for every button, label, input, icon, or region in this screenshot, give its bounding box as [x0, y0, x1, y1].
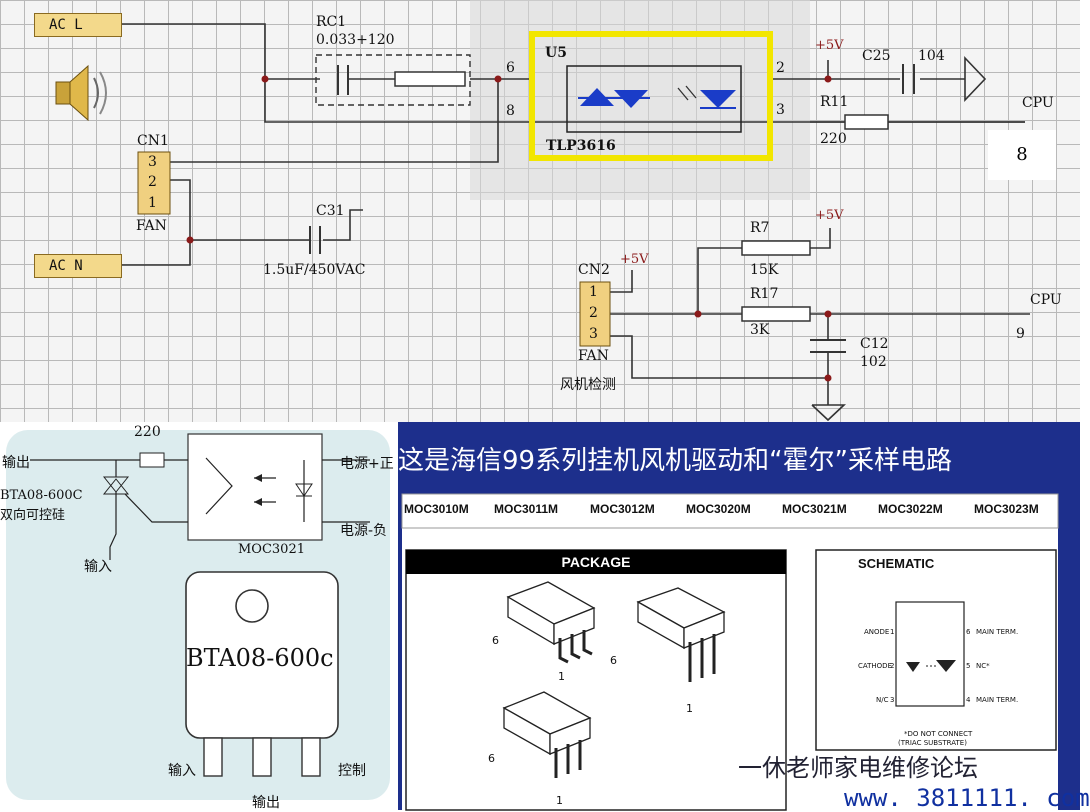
output-label: 输出	[2, 455, 30, 471]
ac-l-label: AC L	[34, 13, 122, 37]
speaker-icon	[55, 64, 107, 122]
fan-label-2: FAN	[578, 348, 609, 364]
pin-control-label: 控制	[338, 763, 366, 779]
moc3021-label: MOC3021	[238, 542, 305, 557]
sch-pin-6: 6	[966, 628, 971, 636]
watermark: 一休老师家电维修论坛	[738, 754, 978, 782]
c31-value: 1.5uF/450VAC	[263, 262, 366, 278]
r11-label: R11	[820, 94, 849, 110]
cn1-pin-1: 1	[148, 195, 157, 211]
cpu-label-bottom: CPU	[1030, 292, 1062, 308]
model-moc3012m: MOC3012M	[590, 502, 655, 516]
pin-output-label: 输出	[252, 795, 280, 811]
sch-cathode: CATHODE	[858, 662, 892, 670]
c25-label: C25	[862, 48, 891, 64]
plus5v-label-3: +5V	[620, 252, 649, 267]
plus5v-label-2: +5V	[815, 208, 844, 223]
fan-detect-label: 风机检测	[560, 377, 616, 393]
cn2-pin-1: 1	[589, 284, 598, 300]
triac-desc-label: 双向可控硅	[0, 508, 66, 523]
rc1-value: 0.033+120	[316, 32, 395, 48]
cpu-pin-9: 9	[1016, 326, 1025, 342]
slide-title: 这是海信99系列挂机风机驱动和“霍尔”采样电路	[398, 446, 953, 476]
u5-label: U5	[545, 45, 567, 61]
resistor-220-label: 220	[134, 424, 161, 440]
tlp3616-label: TLP3616	[546, 138, 616, 154]
input-label: 输入	[84, 559, 112, 575]
pin-6-label: 6	[506, 60, 515, 76]
sch-nc-star: NC*	[976, 662, 990, 670]
triac-part-label: BTA08-600C	[0, 488, 83, 503]
c31-label: C31	[316, 203, 345, 219]
cn1-label: CN1	[137, 133, 169, 149]
package-header: PACKAGE	[406, 550, 786, 574]
sch-pin-5: 5	[966, 662, 971, 670]
website-url[interactable]: www. 3811111. com	[844, 784, 1090, 812]
model-moc3010m: MOC3010M	[404, 502, 469, 516]
model-moc3011m: MOC3011M	[494, 502, 559, 516]
datasheet-drawing	[401, 493, 1059, 811]
moc3021-triac-diagram: 220 输出 BTA08-600C 双向可控硅 输入 电源+正 电源-负 MOC…	[0, 422, 398, 811]
c25-value: 104	[918, 48, 945, 64]
r7-label: R7	[750, 220, 770, 236]
sch-pin-1: 1	[890, 628, 895, 636]
sch-nc: N/C	[876, 696, 889, 704]
sch-anode: ANODE	[864, 628, 890, 636]
pkg3-pin1: 1	[556, 794, 563, 807]
pin-input-label: 输入	[168, 763, 196, 779]
ac-n-label: AC N	[34, 254, 122, 278]
pkg3-pin6: 6	[488, 752, 495, 765]
pin-3-label: 3	[776, 102, 785, 118]
pkg2-pin6: 6	[610, 654, 617, 667]
cn2-label: CN2	[578, 262, 610, 278]
sch-pin-3: 3	[890, 696, 895, 704]
cn1-pin-3: 3	[148, 154, 157, 170]
pin-8-label: 8	[506, 103, 515, 119]
c12-value: 102	[860, 354, 887, 370]
power-neg-label: 电源-负	[340, 523, 388, 539]
r7-value: 15K	[750, 262, 779, 278]
sch-main-term-6: MAIN TERM.	[976, 628, 1019, 636]
fan-label-1: FAN	[136, 218, 167, 234]
cn2-pin-3: 3	[589, 326, 598, 342]
r11-value: 220	[820, 131, 847, 147]
plus5v-label: +5V	[815, 38, 844, 53]
cn1-pin-2: 2	[148, 174, 157, 190]
bta08-package-label: BTA08-600c	[186, 644, 334, 672]
model-moc3022m: MOC3022M	[878, 502, 943, 516]
sch-note-1: *DO NOT CONNECT	[904, 730, 973, 738]
sch-note-2: (TRIAC SUBSTRATE)	[898, 739, 967, 747]
pkg1-pin1: 1	[558, 670, 565, 683]
pin-2-label: 2	[776, 60, 785, 76]
cpu-label-top: CPU	[1022, 95, 1054, 111]
model-moc3020m: MOC3020M	[686, 502, 751, 516]
cn2-pin-2: 2	[589, 305, 598, 321]
pkg2-pin1: 1	[686, 702, 693, 715]
model-moc3021m: MOC3021M	[782, 502, 847, 516]
model-moc3023m: MOC3023M	[974, 502, 1039, 516]
schematic-wires	[55, 0, 1030, 422]
c12-label: C12	[860, 336, 889, 352]
sch-pin-2: 2	[890, 662, 895, 670]
sch-main-term-4: MAIN TERM.	[976, 696, 1019, 704]
power-pos-label: 电源+正	[340, 456, 394, 472]
main-schematic: AC L AC N RC1 0.033+120 U5 TLP3616 6 8 2…	[0, 0, 1080, 422]
rc1-label: RC1	[316, 14, 347, 30]
pkg1-pin6: 6	[492, 634, 499, 647]
cpu-pin-8: 8	[988, 130, 1056, 180]
r17-label: R17	[750, 286, 779, 302]
r17-value: 3K	[750, 322, 770, 338]
sch-pin-4: 4	[966, 696, 971, 704]
moc-datasheet-slide: 这是海信99系列挂机风机驱动和“霍尔”采样电路 MOC3010M MOC3011…	[398, 422, 1090, 812]
schematic-header: SCHEMATIC	[858, 556, 935, 571]
triac-wiring	[6, 430, 390, 800]
